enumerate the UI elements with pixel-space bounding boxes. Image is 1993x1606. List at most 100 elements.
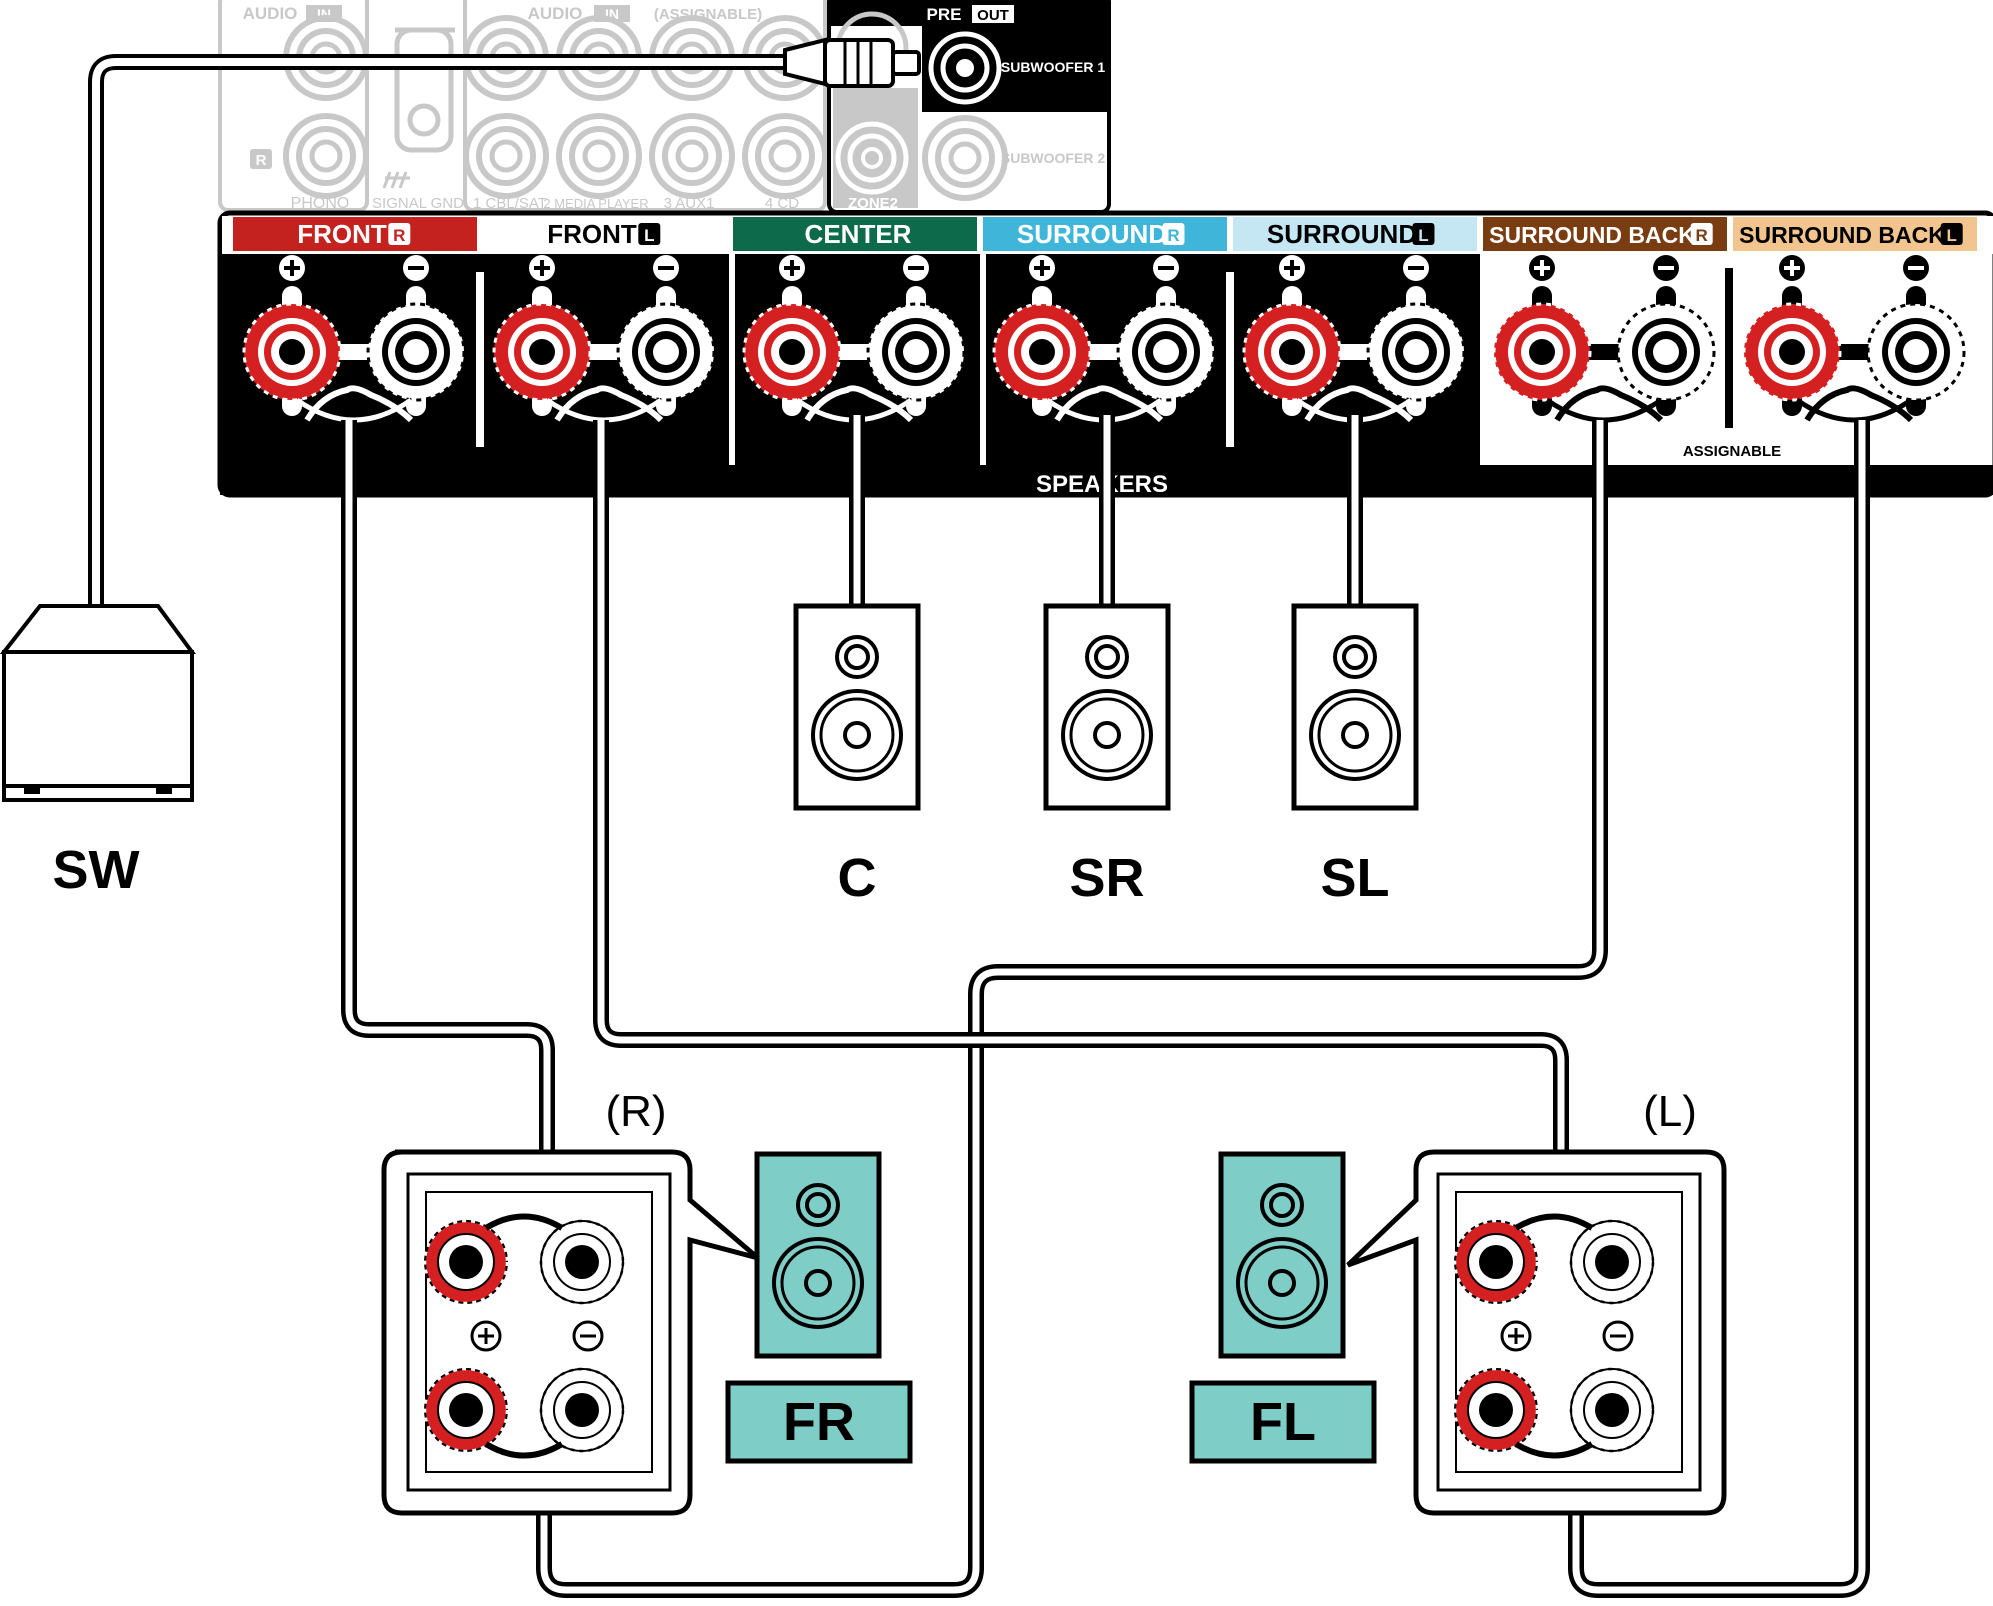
speaker-terminal-block [423, 1213, 625, 1459]
terminal-group-label: SURROUND BACK [1489, 222, 1695, 248]
terminal-group-header: FRONT L [483, 217, 727, 251]
left-side-label: (L) [1643, 1087, 1697, 1136]
terminal-group-label: SURROUND [1267, 219, 1417, 249]
negative-terminal [1569, 1367, 1655, 1453]
binding-post-pair [1742, 255, 1966, 423]
positive-terminal [423, 1219, 509, 1305]
out-tag: OUT [977, 7, 1009, 24]
subwoofer-cable [88, 37, 921, 605]
binding-post-pair [242, 255, 466, 423]
audio-in-label: AUDIO [243, 4, 298, 23]
negative-terminal [616, 302, 716, 402]
pre-label: PRE [927, 5, 962, 24]
front-right-speaker-group [381, 1149, 913, 1516]
binding-post-pair [492, 255, 716, 423]
terminal-group-header: CENTER [733, 217, 977, 251]
negative-terminal [539, 1367, 625, 1453]
surround-left-speaker [1294, 606, 1416, 808]
binding-post-pair [992, 255, 1216, 423]
cd-label: 4 CD [765, 195, 799, 212]
positive-terminal [1242, 302, 1342, 402]
audio-in-label-2: AUDIO [528, 4, 583, 23]
terminal-channel-mark: L [1946, 226, 1956, 245]
terminal-group-header: FRONT R [233, 217, 477, 251]
positive-terminal [242, 302, 342, 402]
zone2-label: ZONE2 [848, 195, 898, 212]
sr-label: SR [1069, 848, 1144, 908]
terminal-channel-mark: L [1418, 226, 1428, 245]
plus-icon [1500, 1320, 1532, 1352]
speaker-cables [341, 415, 1870, 1598]
speaker-terminal-block [1453, 1213, 1655, 1459]
c-label: C [838, 848, 877, 908]
plus-icon [1279, 255, 1305, 281]
plus-icon [1779, 255, 1805, 281]
plus-icon [470, 1320, 502, 1352]
terminal-group-label: FRONT [547, 219, 637, 249]
r-mark: R [256, 152, 267, 169]
positive-terminal [1492, 302, 1592, 402]
plus-icon [779, 255, 805, 281]
right-side-label: (R) [605, 1087, 666, 1136]
front-left-speaker-group [1189, 1149, 1727, 1516]
minus-icon [1653, 255, 1679, 281]
sw-label: SW [53, 840, 140, 900]
fr-label: FR [783, 1392, 855, 1452]
fl-label: FL [1250, 1392, 1316, 1452]
terminal-channel-mark: L [644, 226, 654, 245]
minus-icon [1903, 255, 1929, 281]
media-player-label: 2 MEDIA PLAYER [543, 196, 648, 211]
binding-post-pair [1242, 255, 1466, 423]
terminal-group-label: FRONT [297, 219, 387, 249]
negative-terminal [1569, 1219, 1655, 1305]
positive-terminal [1453, 1219, 1539, 1305]
pre-out-section: PRE OUT SUBWOOFER 1 SUBWOOFER 2 ZONE2 [827, 0, 1111, 214]
negative-terminal [539, 1219, 625, 1305]
negative-terminal [366, 302, 466, 402]
negative-terminal [1866, 302, 1966, 402]
fr-speaker-box [757, 1154, 879, 1356]
binding-post-pair [1492, 255, 1716, 423]
terminal-channel-mark: R [393, 226, 405, 245]
subwoofer-box [0, 604, 196, 802]
negative-terminal [866, 302, 966, 402]
minus-icon [903, 255, 929, 281]
plus-icon [529, 255, 555, 281]
aux1-label: 3 AUX1 [664, 195, 715, 212]
minus-icon [1403, 255, 1429, 281]
signal-gnd-label: SIGNAL GND [372, 195, 464, 212]
terminal-group-label: SURROUND [1017, 219, 1167, 249]
cbl-sat-label: 1 CBL/SAT [473, 195, 547, 212]
negative-terminal [1116, 302, 1216, 402]
subwoofer1-label: SUBWOOFER 1 [1001, 59, 1105, 75]
terminal-pairs [242, 255, 1966, 423]
subwoofer2-label: SUBWOOFER 2 [1001, 150, 1105, 166]
negative-terminal [1616, 302, 1716, 402]
minus-icon [572, 1320, 604, 1352]
audio-in-section: AUDIO IN AUDIO IN (ASSIGNABLE) R PHONO S… [218, 0, 825, 212]
terminal-group-label: CENTER [805, 219, 912, 249]
assignable-label: ASSIGNABLE [1683, 443, 1781, 460]
subwoofer1-jack [928, 31, 1002, 105]
terminal-channel-mark: R [1696, 226, 1708, 245]
terminal-group-label: SURROUND BACK [1739, 222, 1945, 248]
front-speaker-terminals [423, 1213, 1655, 1459]
plus-icon [1529, 255, 1555, 281]
positive-terminal [1742, 302, 1842, 402]
positive-terminal [492, 302, 592, 402]
sl-label: SL [1320, 848, 1389, 908]
positive-terminal [1453, 1367, 1539, 1453]
center-speaker [796, 606, 918, 808]
minus-icon [1602, 1320, 1634, 1352]
plus-icon [1029, 255, 1055, 281]
minus-icon [1153, 255, 1179, 281]
positive-terminal [423, 1367, 509, 1453]
phono-label: PHONO [291, 195, 350, 212]
